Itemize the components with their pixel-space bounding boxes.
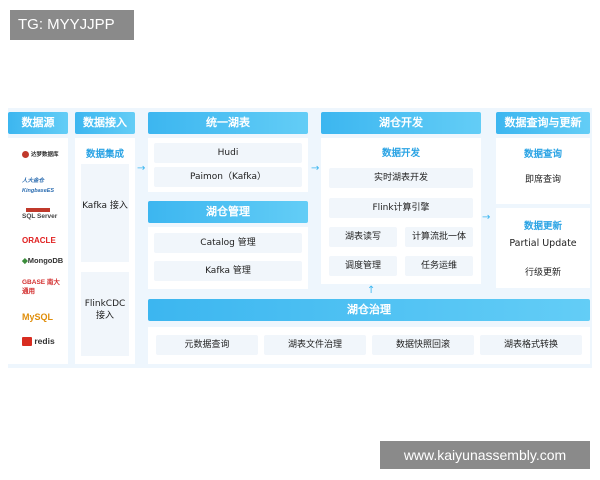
data-query-panel: 数据查询 即席查询 — [496, 138, 590, 204]
metadata-query-item: 元数据查询 — [156, 335, 258, 355]
arrow-right-icon: → — [311, 163, 320, 174]
arrow-right-icon: → — [482, 212, 491, 223]
lake-management-header: 湖仓管理 — [148, 201, 308, 223]
lake-management-panel: Catalog 管理 Kafka 管理 — [148, 227, 308, 289]
unified-lake-panel: Hudi Paimon（Kafka） — [148, 138, 308, 192]
paimon-item: Paimon（Kafka） — [154, 167, 302, 187]
kingbase-logo: 人大金仓 KingbaseES — [22, 178, 55, 194]
redis-logo: redis — [22, 334, 62, 348]
task-ops-item: 任务运维 — [405, 256, 473, 276]
kafka-access-box: Kafka 接入 — [81, 164, 129, 262]
data-development-title: 数据开发 — [381, 148, 420, 159]
format-conversion-item: 湖表格式转换 — [480, 335, 582, 355]
flink-engine-item: Flink计算引擎 — [329, 198, 473, 218]
row-level-update-item: 行级更新 — [524, 268, 561, 278]
arrow-up-icon: ↑ — [367, 285, 376, 296]
data-integration-title: 数据集成 — [85, 149, 124, 160]
query-update-header: 数据查询与更新 — [496, 112, 590, 134]
realtime-lake-dev-item: 实时湖表开发 — [329, 168, 473, 188]
architecture-diagram: 数据源 达梦数据库 人大金仓 KingbaseES SQL Server ORA… — [8, 108, 592, 368]
lake-read-write-item: 湖表读写 — [329, 227, 397, 247]
lake-governance-header: 湖仓治理 — [148, 299, 590, 321]
flinkcdc-access-label: FlinkCDC 接入 — [84, 299, 126, 321]
mysql-logo: MySQL — [22, 312, 54, 322]
oracle-logo: ORACLE — [22, 236, 56, 245]
lake-development-panel: 数据开发 实时湖表开发 Flink计算引擎 湖表读写 计算流批一体 调度管理 任… — [321, 138, 481, 284]
kafka-access-label: Kafka 接入 — [82, 201, 128, 211]
arrow-right-icon: → — [137, 163, 146, 174]
data-source-header: 数据源 — [8, 112, 68, 134]
data-access-panel: 数据集成 Kafka 接入 FlinkCDC 接入 — [75, 138, 135, 364]
kafka-management-item: Kafka 管理 — [154, 261, 302, 281]
sql-server-logo: SQL Server — [22, 208, 62, 226]
dameng-logo: 达梦数据库 — [22, 148, 62, 162]
data-update-panel: 数据更新 Partial Update 行级更新 — [496, 208, 590, 288]
snapshot-rollback-item: 数据快照回滚 — [372, 335, 474, 355]
tag-badge: TG: MYYJJPP — [10, 10, 134, 40]
mongodb-logo: ◆MongoDB — [22, 256, 64, 265]
adhoc-query-item: 即席查询 — [524, 175, 561, 185]
partial-update-item: Partial Update — [509, 238, 577, 249]
lake-file-governance-item: 湖表文件治理 — [264, 335, 366, 355]
data-update-title: 数据更新 — [523, 221, 562, 232]
catalog-management-item: Catalog 管理 — [154, 233, 302, 253]
stream-batch-item: 计算流批一体 — [405, 227, 473, 247]
lake-governance-panel: 元数据查询 湖表文件治理 数据快照回滚 湖表格式转换 — [148, 327, 590, 364]
gbase-logo: GBASE 南大通用 — [22, 279, 60, 295]
data-query-title: 数据查询 — [523, 149, 562, 160]
unified-lake-header: 统一湖表 — [148, 112, 308, 134]
flinkcdc-access-box: FlinkCDC 接入 — [81, 272, 129, 356]
watermark: www.kaiyunassembly.com — [380, 441, 590, 469]
data-source-panel: 达梦数据库 人大金仓 KingbaseES SQL Server ORACLE … — [8, 138, 68, 364]
hudi-item: Hudi — [154, 143, 302, 163]
data-access-header: 数据接入 — [75, 112, 135, 134]
lake-development-header: 湖仓开发 — [321, 112, 481, 134]
scheduling-item: 调度管理 — [329, 256, 397, 276]
